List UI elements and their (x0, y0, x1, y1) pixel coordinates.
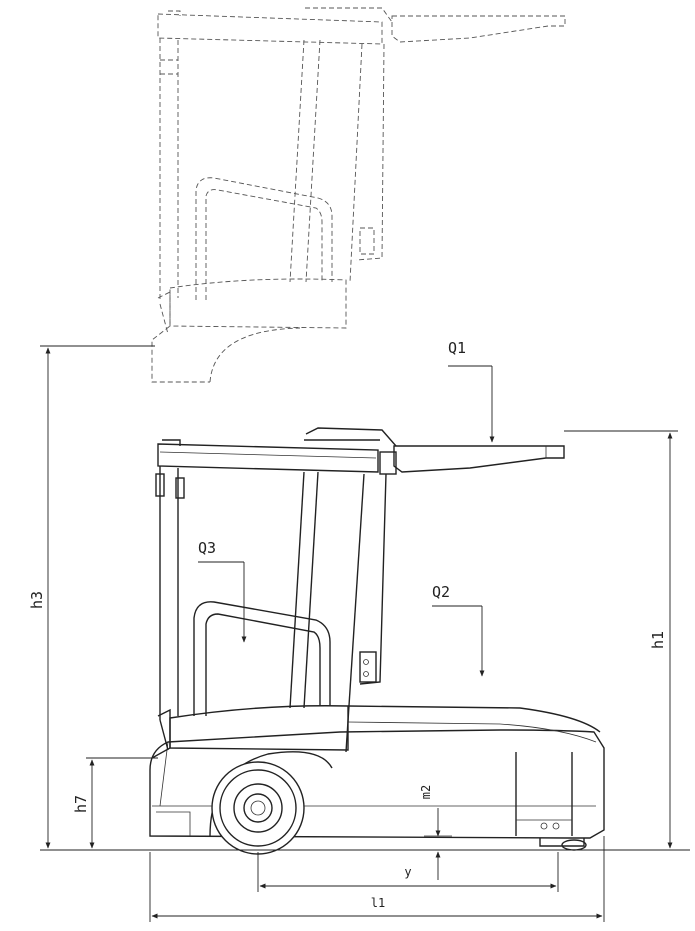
load-q1: Q1 (448, 339, 495, 443)
dimension-m2: m2 (419, 785, 452, 880)
dimension-h3: h3 (28, 345, 155, 849)
y-label: y (404, 865, 411, 879)
machine-side-view (149, 427, 605, 855)
h7-label: h7 (72, 795, 90, 813)
h3-label: h3 (28, 591, 46, 609)
q3-label: Q3 (198, 539, 216, 557)
dimension-l1: l1 (149, 836, 605, 922)
load-q3: Q3 (198, 539, 247, 643)
q2-label: Q2 (432, 583, 450, 601)
raised-position-outline (151, 7, 566, 383)
dimension-h1: h1 (564, 430, 678, 849)
dimension-y: y (257, 852, 559, 892)
q1-label: Q1 (448, 339, 466, 357)
l1-label: l1 (371, 896, 385, 910)
drive-wheel (211, 761, 305, 855)
load-q2: Q2 (432, 583, 485, 677)
h1-label: h1 (649, 631, 667, 649)
dimension-h7: h7 (72, 757, 158, 849)
m2-label: m2 (419, 785, 433, 799)
